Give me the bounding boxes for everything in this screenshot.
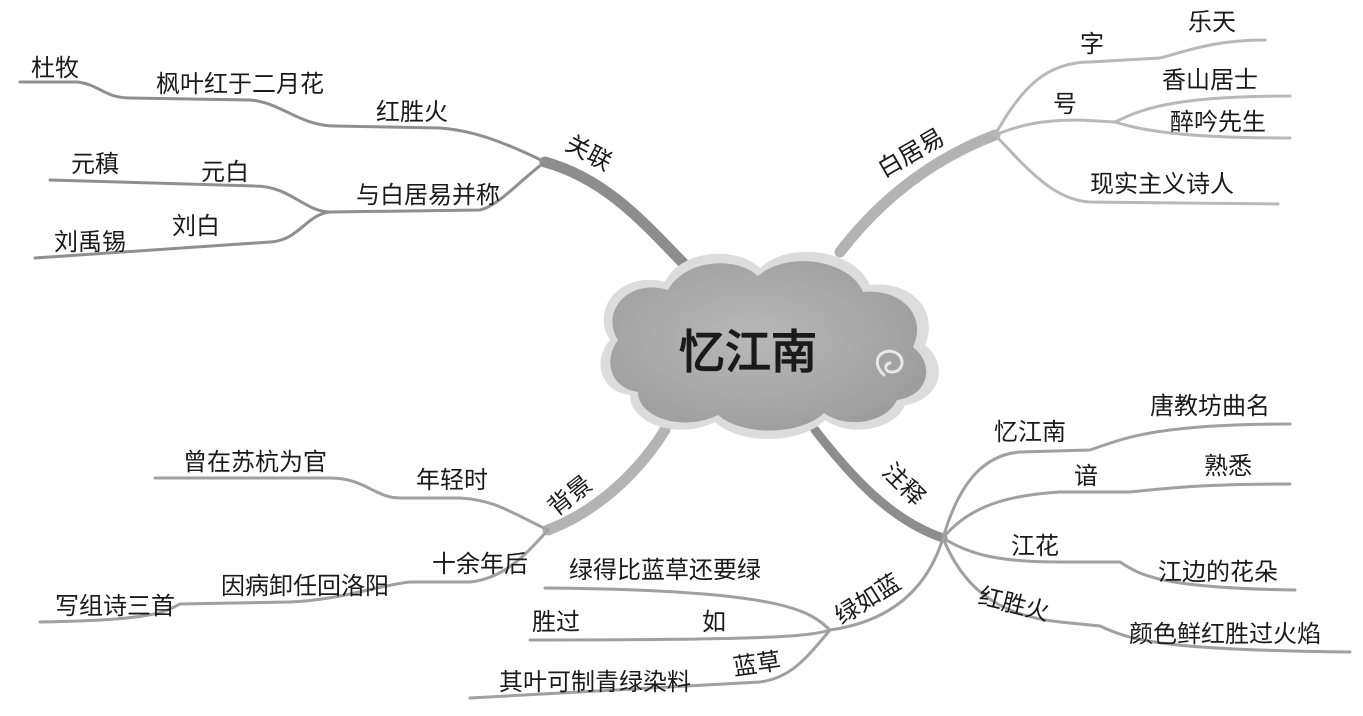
node-zushi: 写组诗三首 xyxy=(55,592,175,620)
node-jiangbian: 江边的花朵 xyxy=(1158,558,1278,586)
node-dumu: 杜牧 xyxy=(31,54,79,82)
node-zuiyin: 醉吟先生 xyxy=(1170,108,1266,136)
node-nianqing: 年轻时 xyxy=(416,466,488,494)
node-luoyang: 因病卸任回洛阳 xyxy=(221,572,389,600)
node-shengguo: 胜过 xyxy=(532,608,580,636)
node-hao: 号 xyxy=(1053,90,1077,118)
node-jianghua: 江花 xyxy=(1011,532,1059,560)
node-bingcheng: 与白居易并称 xyxy=(356,181,500,209)
node-fengye: 枫叶红于二月花 xyxy=(156,70,324,98)
node-shiyu: 十余年后 xyxy=(432,550,528,578)
node-letian: 乐天 xyxy=(1188,8,1236,36)
node-xiangshan: 香山居士 xyxy=(1162,66,1258,94)
node-liubai: 刘白 xyxy=(172,212,220,240)
branch-guanlian xyxy=(545,162,690,270)
node-yuanbai: 元白 xyxy=(201,158,249,186)
node-baijuyi: 白居易 xyxy=(873,123,949,183)
node-shuxi: 熟悉 xyxy=(1204,452,1252,480)
node-yanse: 颜色鲜红胜过火焰 xyxy=(1129,620,1321,648)
node-lancao: 蓝草 xyxy=(731,647,782,681)
connector xyxy=(943,484,1290,538)
node-xianshi: 现实主义诗人 xyxy=(1090,170,1234,198)
node-yijiangnan: 忆江南 xyxy=(994,418,1066,446)
node-yuanzhen: 元稹 xyxy=(71,150,119,178)
node-liuyuxi: 刘禹锡 xyxy=(54,228,126,256)
node-hongshenghuo: 红胜火 xyxy=(976,582,1053,627)
node-ru: 如 xyxy=(702,608,726,636)
node-suhang: 曾在苏杭为官 xyxy=(183,448,327,476)
center-title: 忆江南 xyxy=(679,325,817,379)
node-hongshenghuo-link: 红胜火 xyxy=(376,98,448,126)
node-lvde: 绿得比蓝草还要绿 xyxy=(569,556,761,584)
connector xyxy=(155,478,548,530)
node-jiaofang: 唐教坊曲名 xyxy=(1150,392,1270,420)
node-an: 谙 xyxy=(1074,462,1098,490)
node-zi: 字 xyxy=(1080,30,1104,58)
node-ranliao: 其叶可制青绿染料 xyxy=(499,668,691,696)
